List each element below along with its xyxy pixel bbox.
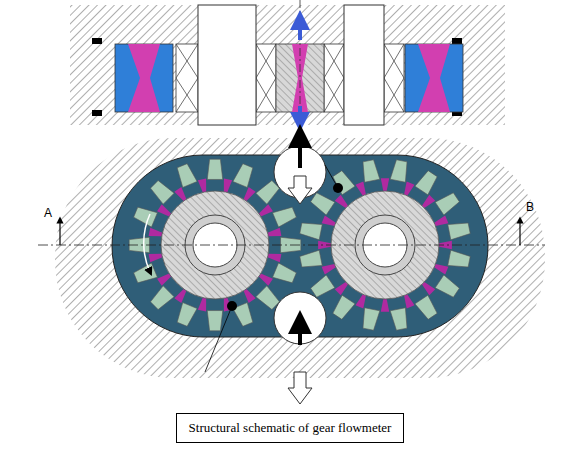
- section-label: A: [44, 206, 52, 220]
- section-view: [70, 0, 505, 128]
- section-label: B: [526, 200, 534, 214]
- caption-box: Structural schematic of gear flowmeter: [176, 413, 405, 443]
- main-view: [38, 136, 545, 404]
